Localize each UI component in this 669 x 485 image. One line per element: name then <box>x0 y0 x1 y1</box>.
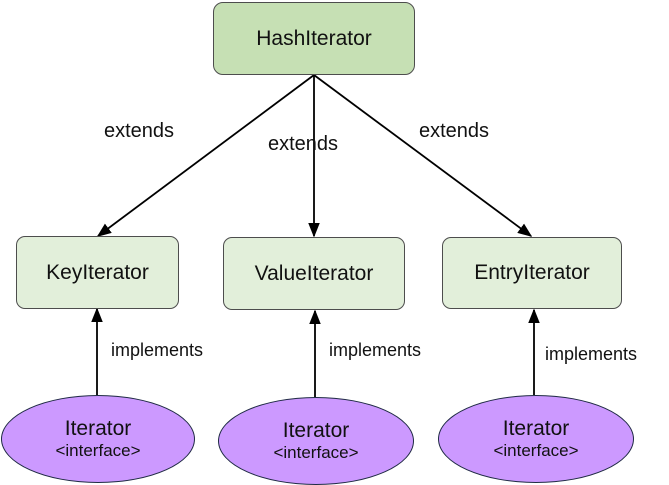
iterator-interface-node-2: Iterator <interface> <box>218 397 414 485</box>
iterator-interface-node-1: Iterator <interface> <box>1 395 195 483</box>
extends-label-key: extends <box>104 120 175 142</box>
iterator-interface-node-3: Iterator <interface> <box>438 395 634 483</box>
extends-arrow-entry <box>313 74 533 237</box>
key-iterator-label: KeyIterator <box>46 260 149 284</box>
iterator-interface-sub-3: <interface> <box>493 441 579 461</box>
extends-label-entry: extends <box>419 120 490 142</box>
extends-label-value: extends <box>268 133 339 155</box>
iterator-interface-label-2: Iterator <box>282 419 350 443</box>
key-iterator-node: KeyIterator <box>16 236 179 309</box>
entry-iterator-node: EntryIterator <box>442 237 622 309</box>
value-iterator-label: ValueIterator <box>254 261 374 285</box>
implements-label-key: implements <box>111 340 204 360</box>
entry-iterator-label: EntryIterator <box>474 261 590 284</box>
hash-iterator-label: HashIterator <box>256 26 372 50</box>
iterator-interface-label-3: Iterator <box>502 417 570 441</box>
implements-label-entry: implements <box>545 344 638 364</box>
hash-iterator-node: HashIterator <box>213 2 415 75</box>
implements-label-value: implements <box>329 340 422 360</box>
extends-arrow-key <box>96 74 315 237</box>
iterator-interface-label-1: Iterator <box>64 417 132 441</box>
value-iterator-node: ValueIterator <box>223 237 405 310</box>
iterator-interface-sub-1: <interface> <box>55 441 141 461</box>
iterator-interface-sub-2: <interface> <box>273 443 359 463</box>
